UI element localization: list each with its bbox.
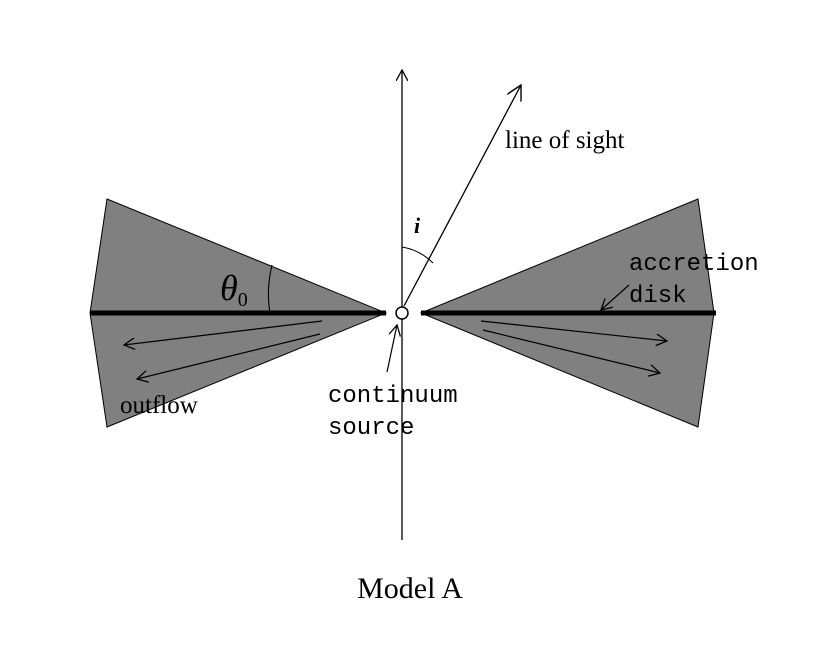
continuum-source-label-line2: source <box>328 415 414 442</box>
theta-symbol: θ <box>220 268 238 308</box>
theta-label: θ0 <box>220 268 248 311</box>
line-of-sight-arrow <box>403 85 521 307</box>
outflow-arrow-left-upper <box>124 320 323 345</box>
inclination-label: i <box>414 213 421 238</box>
opening-angle-arc <box>267 264 273 314</box>
outflow-arrow-right-upper <box>480 320 667 341</box>
line-of-sight-label: line of sight <box>505 127 624 154</box>
continuum-source-marker <box>395 306 409 320</box>
continuum-source-pointer <box>386 325 397 373</box>
outflow-label: outflow <box>120 392 198 419</box>
accretion-disk-label-line1: accretion <box>629 251 759 278</box>
accretion-disk-label-line2: disk <box>629 283 687 310</box>
continuum-source-label-line1: continuum <box>328 383 458 410</box>
theta-subscript: 0 <box>238 289 248 311</box>
inclination-arc <box>401 246 434 264</box>
accretion-disk-pointer <box>601 284 630 310</box>
diagram-caption: Model A <box>357 572 463 605</box>
outflow-arrow-left-lower <box>137 333 321 379</box>
outflow-arrow-right-lower <box>482 329 660 373</box>
